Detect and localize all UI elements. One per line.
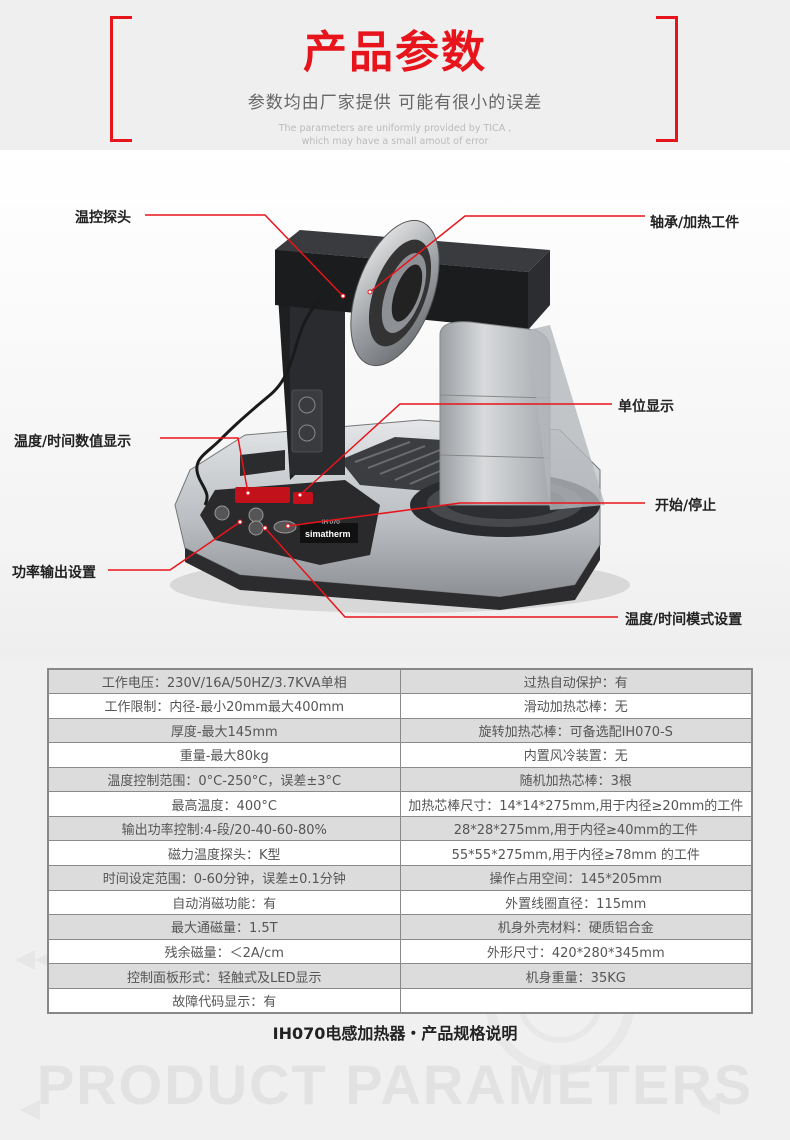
callout-line-unit — [299, 403, 612, 496]
spec-row: 输出功率控制:4-段/20-40-60-80%28*28*275mm,用于内径≥… — [47, 815, 753, 842]
english-note: The parameters are uniformly provided by… — [0, 122, 790, 148]
spec-cell-right: 外置线圈直径：115mm — [399, 889, 753, 916]
spec-cell-right: 旋转加热芯棒：可备选配IH070-S — [399, 717, 753, 744]
start-stop-button-drawing — [273, 520, 297, 534]
callout-probe: 温控探头 — [75, 210, 131, 226]
spec-cell-right: 机身外壳材料：硬质铝合金 — [399, 914, 753, 940]
spec-cell-right: 55*55*275mm,用于内径≥78mm 的工件 — [399, 840, 753, 866]
page-title: 产品参数 — [303, 27, 487, 78]
table-caption: IH070电感加热器・产品规格说明 — [272, 1024, 518, 1043]
spec-row: 工作电压：230V/16A/50HZ/3.7KVA单相过热自动保护：有 — [47, 668, 753, 695]
callout-mode: 温度/时间模式设置 — [625, 612, 743, 628]
spec-row: 控制面板形式：轻触式及LED显示机身重量：35KG — [47, 963, 753, 989]
spec-cell-right — [399, 987, 753, 1014]
callout-line-probe — [145, 214, 344, 297]
spec-cell-right: 加热芯棒尺寸：14*14*275mm,用于内径≥20mm的工件 — [399, 791, 753, 817]
callout-display: 温度/时间数值显示 — [14, 434, 132, 450]
spec-cell-left: 故障代码显示：有 — [47, 987, 401, 1014]
bearing — [350, 219, 440, 367]
spec-row: 自动消磁功能：有外置线圈直径：115mm — [47, 889, 753, 916]
time-temp-display — [235, 487, 290, 503]
spec-cell-left: 磁力温度探头：K型 — [47, 840, 401, 866]
spec-cell-left: 最高温度：400°C — [47, 791, 401, 817]
spec-cell-left: 工作限制：内径-最小20mm最大400mm — [47, 693, 401, 719]
spec-cell-right: 28*28*275mm,用于内径≥40mm的工件 — [399, 815, 753, 842]
english-note-line-2: which may have a small amout of error — [301, 136, 489, 147]
spec-cell-left: 温度控制范围：0°C-250°C，误差±3°C — [47, 766, 401, 793]
callout-line-start-stop — [287, 502, 645, 527]
product-illustration-area: simatherm IH 070 — [0, 150, 790, 660]
spec-cell-left: 重量-最大80kg — [47, 742, 401, 768]
callout-line-display — [160, 437, 249, 494]
callout-power: 功率输出设置 — [12, 565, 96, 581]
right-bracket-decoration — [656, 16, 678, 142]
induction-heater-drawing: simatherm IH 070 — [108, 214, 645, 618]
model-label: IH 070 — [322, 520, 340, 526]
spec-cell-left: 最大通磁量：1.5T — [47, 914, 401, 940]
brand-label: simatherm — [305, 529, 351, 539]
spec-cell-right: 外形尺寸：420*280*345mm — [399, 938, 753, 965]
spec-table-body: 工作电压：230V/16A/50HZ/3.7KVA单相过热自动保护：有工作限制：… — [47, 668, 753, 1014]
header-banner: 产品参数 参数均由厂家提供 可能有很小的误差 The parameters ar… — [0, 0, 790, 150]
spec-cell-left: 残余磁量：＜2A/cm — [47, 938, 401, 965]
coil-column — [439, 321, 605, 510]
spec-cell-right: 机身重量：35KG — [399, 963, 753, 989]
callout-unit: 单位显示 — [618, 399, 674, 415]
callout-line-power — [108, 521, 241, 571]
spec-row: 时间设定范围：0-60分钟，误差±0.1分钟操作占用空间：145*205mm — [47, 865, 753, 891]
watermark-text: PRODUCT PARAMETERS — [36, 1053, 754, 1116]
spec-cell-right: 操作占用空间：145*205mm — [399, 865, 753, 891]
left-bracket-decoration — [110, 16, 132, 142]
spec-cell-right: 内置风冷装置：无 — [399, 742, 753, 768]
spec-cell-left: 厚度-最大145mm — [47, 717, 401, 744]
english-note-line-1: The parameters are uniformly provided by… — [278, 123, 512, 134]
spec-table: 工作电压：230V/16A/50HZ/3.7KVA单相过热自动保护：有工作限制：… — [47, 668, 753, 1014]
spec-cell-right: 随机加热芯棒：3根 — [399, 766, 753, 793]
spec-cell-left: 控制面板形式：轻触式及LED显示 — [47, 963, 401, 989]
callout-bearing: 轴承/加热工件 — [650, 215, 740, 231]
callout-line-mode — [264, 527, 618, 618]
callout-start-stop: 开始/停止 — [655, 498, 717, 514]
probe-cable — [195, 298, 322, 506]
spec-row: 故障代码显示：有 — [47, 987, 753, 1014]
spec-cell-left: 自动消磁功能：有 — [47, 889, 401, 916]
spec-cell-left: 输出功率控制:4-段/20-40-60-80% — [47, 815, 401, 842]
spec-cell-left: 时间设定范围：0-60分钟，误差±0.1分钟 — [47, 865, 401, 891]
unit-display — [293, 492, 313, 504]
spec-cell-left: 工作电压：230V/16A/50HZ/3.7KVA单相 — [47, 668, 401, 695]
spec-cell-right: 过热自动保护：有 — [399, 668, 753, 695]
callout-line-bearing — [369, 215, 645, 293]
spec-cell-right: 滑动加热芯棒：无 — [399, 693, 753, 719]
page-subtitle: 参数均由厂家提供 可能有很小的误差 — [247, 93, 543, 113]
